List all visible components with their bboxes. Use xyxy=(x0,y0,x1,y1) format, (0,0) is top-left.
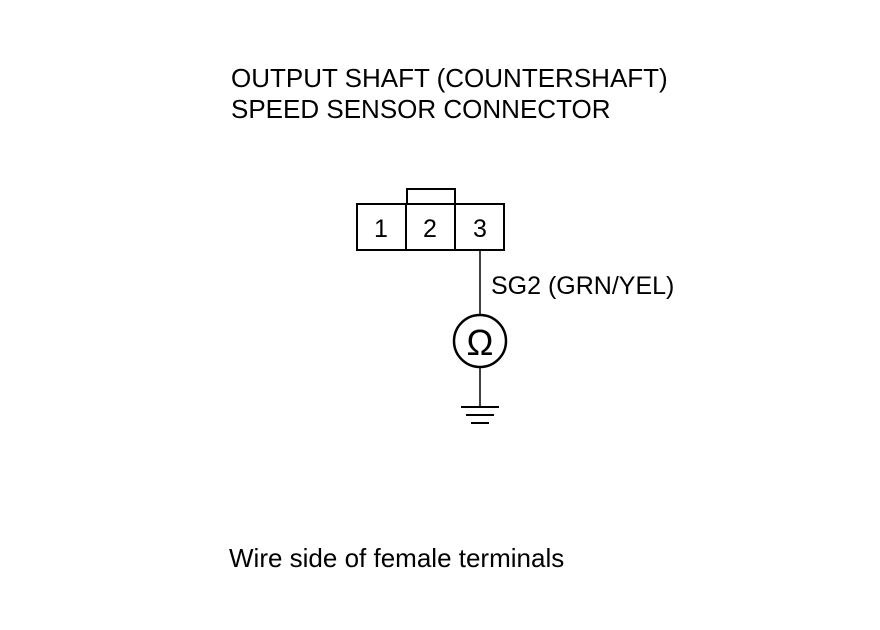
diagram-title: OUTPUT SHAFT (COUNTERSHAFT) SPEED SENSOR… xyxy=(231,63,668,125)
title-line-2: SPEED SENSOR CONNECTOR xyxy=(231,94,611,124)
connector-lock-tab xyxy=(406,188,456,205)
ohm-symbol: Ω xyxy=(467,322,494,363)
title-line-1: OUTPUT SHAFT (COUNTERSHAFT) xyxy=(231,63,668,93)
wire-label: SG2 (GRN/YEL) xyxy=(491,272,674,300)
terminal-3-label: 3 xyxy=(473,215,487,243)
ohmmeter-icon: Ω xyxy=(452,313,508,369)
terminal-2-label: 2 xyxy=(423,215,437,243)
connector-body xyxy=(356,203,505,251)
connector: 1 2 3 xyxy=(356,203,505,251)
diagram-caption: Wire side of female terminals xyxy=(229,543,565,573)
ground-icon xyxy=(461,406,499,424)
terminal-1-label: 1 xyxy=(374,215,388,243)
